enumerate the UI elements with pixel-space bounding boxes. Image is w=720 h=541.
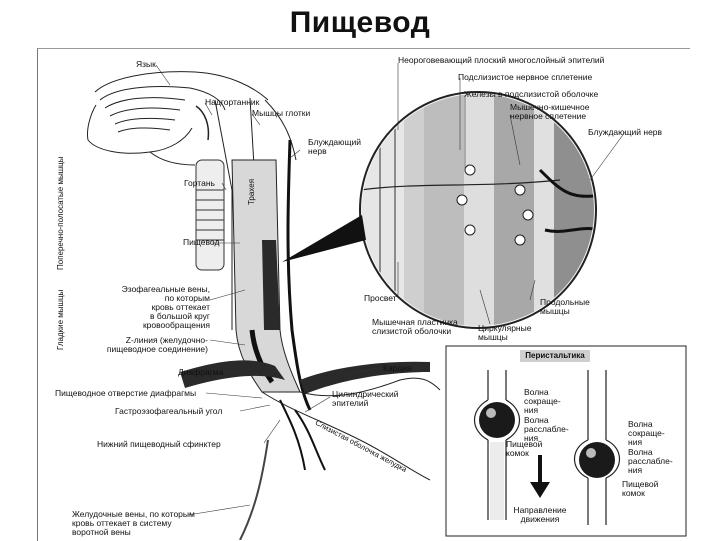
label-circular-muscles: Циркулярные мышцы <box>478 323 532 342</box>
label-myenteric-plexus: Мышечно-кишечное нервное сплетение <box>510 102 590 121</box>
label-epithelium: Неороговевающий плоский многослойный эпи… <box>398 55 605 65</box>
label-direction: Направление движения <box>513 505 567 524</box>
magnified-wall-view <box>359 91 597 329</box>
label-lumen: Просвет <box>364 293 397 303</box>
peristalsis-inset <box>445 345 687 537</box>
label-contraction-wave-2: Волна сокраще- ния <box>628 419 665 447</box>
label-z-line: Z-линия (желудочно- пищеводное соединени… <box>106 335 208 354</box>
label-larynx: Гортань <box>184 178 215 188</box>
esophagus-tube <box>231 159 301 393</box>
figure-frame <box>37 48 690 541</box>
label-submucosal-glands: Железы в подслизистой оболочке <box>464 89 599 99</box>
label-epiglottis: Надгортанник <box>205 97 260 107</box>
peristalsis-title: Перистальтика <box>520 350 590 362</box>
label-esophageal-veins: Эзофагеальные вены, по которым кровь отт… <box>121 284 210 330</box>
label-vagus-nerve: Блуждающий нерв <box>308 137 362 156</box>
label-gastric-veins: Желудочные вены, по которым кровь оттека… <box>72 509 195 537</box>
label-contraction-wave-1: Волна сокраще- ния <box>524 387 561 415</box>
zoom-wedge <box>282 215 366 262</box>
vagus-nerve-line <box>286 139 312 411</box>
label-esophagus: Пищевод <box>183 237 220 247</box>
diaphragm-shape <box>180 360 285 388</box>
label-cardia: Кардия <box>383 363 412 373</box>
label-submucosal-plexus: Подслизистое нервное сплетение <box>458 72 593 82</box>
trachea <box>195 159 225 271</box>
label-food-bolus-1: Пищевой комок <box>506 439 543 458</box>
stomach-outline <box>261 391 431 481</box>
label-relaxation-wave-2: Волна расслабле- ния <box>628 447 673 475</box>
label-smooth-muscles: Гладкие мышцы <box>56 289 65 350</box>
label-lower-sphincter: Нижний пищеводный сфинктер <box>97 439 221 449</box>
label-longitudinal-muscles: Продольные мышцы <box>540 297 590 316</box>
label-muscularis-mucosae: Мышечная пластинка слизистой оболочки <box>372 317 458 336</box>
label-tongue: Язык <box>136 59 156 69</box>
label-esophageal-hiatus: Пищеводное отверстие диафрагмы <box>55 388 197 398</box>
label-cylindrical-epithelium: Цилиндрический эпителий <box>332 389 399 408</box>
label-gastroesophageal-angle: Гастроэзофагеальный угол <box>115 406 223 416</box>
leader-lines-detail <box>397 63 626 325</box>
slide-title: Пищевод <box>289 6 431 39</box>
label-trachea: Трахея <box>247 178 256 205</box>
label-relaxation-wave-1: Волна расслабле- ния <box>524 415 569 443</box>
label-diaphragm: Диафрагма <box>178 367 224 377</box>
leader-lines-anatomy <box>155 64 379 516</box>
label-striated-muscles: Поперечно-полосатые мышцы <box>56 156 65 270</box>
label-food-bolus-2: Пищевой комок <box>622 479 659 498</box>
label-pharynx-muscles: Мышцы глотки <box>252 108 311 118</box>
label-vagus-nerve-detail: Блуждающий нерв <box>588 127 663 137</box>
